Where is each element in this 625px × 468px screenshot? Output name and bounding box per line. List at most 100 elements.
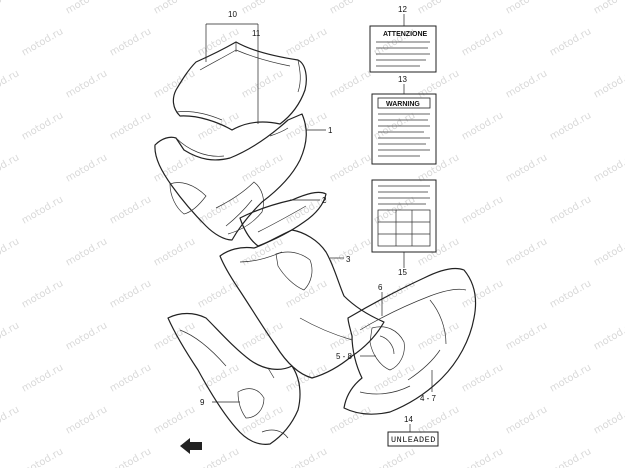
watermark-text: motod.ru — [328, 152, 373, 184]
callout-14: 14 — [404, 415, 413, 424]
watermark-text: motod.ru — [416, 0, 461, 17]
watermark-text: motod.ru — [240, 236, 285, 268]
watermark-text: motod.ru — [504, 0, 549, 17]
callout-5-8: 5 - 8 — [336, 352, 353, 361]
leader-lines — [205, 14, 433, 432]
watermark-text: motod.ru — [548, 26, 593, 58]
watermark-text: motod.ru — [0, 320, 21, 352]
watermark-text: motod.ru — [196, 446, 241, 468]
watermark-text: motod.ru — [460, 362, 505, 394]
watermark-text: motod.ru — [0, 68, 21, 100]
watermark-text: motod.ru — [328, 320, 373, 352]
watermark-text: motod.ru — [416, 68, 461, 100]
watermark-text: motod.ru — [108, 362, 153, 394]
watermark-text: motod.ru — [152, 0, 197, 17]
watermark-text: motod.ru — [328, 68, 373, 100]
watermark-text: motod.ru — [592, 0, 625, 17]
attenzione-title: ATTENZIONE — [383, 31, 428, 38]
warning-title: WARNING — [386, 101, 420, 108]
watermark-text: motod.ru — [64, 0, 109, 17]
watermark-text: motod.ru — [504, 152, 549, 184]
callout-3: 3 — [346, 255, 351, 264]
watermark-text: motod.ru — [108, 194, 153, 226]
watermark-text: motod.ru — [416, 320, 461, 352]
watermark-text: motod.ru — [504, 404, 549, 436]
watermark-text: motod.ru — [152, 68, 197, 100]
watermark-text: motod.ru — [196, 194, 241, 226]
callout-6: 6 — [378, 283, 383, 292]
side-fairing-part — [219, 229, 385, 379]
watermark-text: motod.ru — [20, 26, 65, 58]
watermark-text: motod.ru — [460, 194, 505, 226]
watermark-text: motod.ru — [108, 110, 153, 142]
watermark-text: motod.ru — [0, 152, 21, 184]
watermark-text: motod.ru — [548, 446, 593, 468]
watermark-text: motod.ru — [284, 26, 329, 58]
watermark-text: motod.ru — [460, 446, 505, 468]
upper-cowl-part — [154, 113, 307, 241]
callout-4-7: 4 - 7 — [420, 394, 437, 403]
callout-11: 11 — [252, 29, 261, 38]
callouts: 10 11 1 2 3 12 13 15 6 5 - 8 4 - 7 9 14 — [200, 5, 437, 424]
watermark-text: motod.ru — [0, 404, 21, 436]
watermark-text: motod.ru — [504, 236, 549, 268]
callout-13: 13 — [398, 75, 407, 84]
inner-panel-part — [239, 191, 327, 247]
under-cowl-part — [343, 267, 477, 415]
watermark-text: motod.ru — [108, 26, 153, 58]
unleaded-text: UNLEADED — [391, 435, 436, 445]
watermark-text: motod.ru — [460, 26, 505, 58]
watermark-text: motod.ru — [152, 320, 197, 352]
callout-15: 15 — [398, 268, 407, 277]
watermark-text: motod.ru — [460, 278, 505, 310]
watermark-text: motod.ru — [196, 110, 241, 142]
watermark-text: motod.ru — [592, 68, 625, 100]
watermark-text: motod.ru — [592, 320, 625, 352]
attenzione-label: ATTENZIONE — [369, 25, 437, 73]
watermark-text: motod.ru — [592, 152, 625, 184]
watermark-text: motod.ru — [548, 362, 593, 394]
watermark-text: motod.ru — [548, 194, 593, 226]
watermark-text: motod.ru — [64, 236, 109, 268]
lower-side-panel-part — [167, 312, 301, 445]
watermark-text: motod.ru — [372, 446, 417, 468]
callout-9: 9 — [200, 398, 205, 407]
watermark-text: motod.ru — [284, 446, 329, 468]
watermark-text: motod.ru — [592, 236, 625, 268]
info-plate-label — [371, 179, 437, 253]
watermark-text: motod.ru — [20, 110, 65, 142]
watermark-text: motod.ru — [284, 278, 329, 310]
watermark-text: motod.ru — [20, 278, 65, 310]
watermark-text: motod.ru — [0, 0, 21, 17]
watermark-text: motod.ru — [592, 404, 625, 436]
watermark-text: motod.ru — [240, 152, 285, 184]
watermark-text: motod.ru — [152, 236, 197, 268]
watermark-text: motod.ru — [0, 236, 21, 268]
watermark-text: motod.ru — [20, 362, 65, 394]
watermark-text: motod.ru — [64, 68, 109, 100]
watermark-text: motod.ru — [108, 446, 153, 468]
watermark-text: motod.ru — [504, 320, 549, 352]
watermark-text: motod.ru — [108, 278, 153, 310]
watermark-text: motod.ru — [504, 68, 549, 100]
watermark-text: motod.ru — [548, 278, 593, 310]
front-arrow-icon — [180, 438, 202, 454]
watermark-text: motod.ru — [64, 320, 109, 352]
unleaded-label: UNLEADED — [387, 431, 439, 447]
callout-12: 12 — [398, 5, 407, 14]
windscreen-part — [172, 41, 307, 131]
watermark-text: motod.ru — [240, 68, 285, 100]
callout-1: 1 — [328, 126, 333, 135]
watermark-text: motod.ru — [328, 236, 373, 268]
watermark-text: motod.ru — [548, 110, 593, 142]
watermark-text: motod.ru — [64, 404, 109, 436]
watermark-text: motod.ru — [328, 404, 373, 436]
watermark-text: motod.ru — [328, 0, 373, 17]
watermark-text: motod.ru — [152, 152, 197, 184]
watermark-text: motod.ru — [152, 404, 197, 436]
watermark-text: motod.ru — [460, 110, 505, 142]
watermark-text: motod.ru — [64, 152, 109, 184]
watermark-text: motod.ru — [20, 446, 65, 468]
